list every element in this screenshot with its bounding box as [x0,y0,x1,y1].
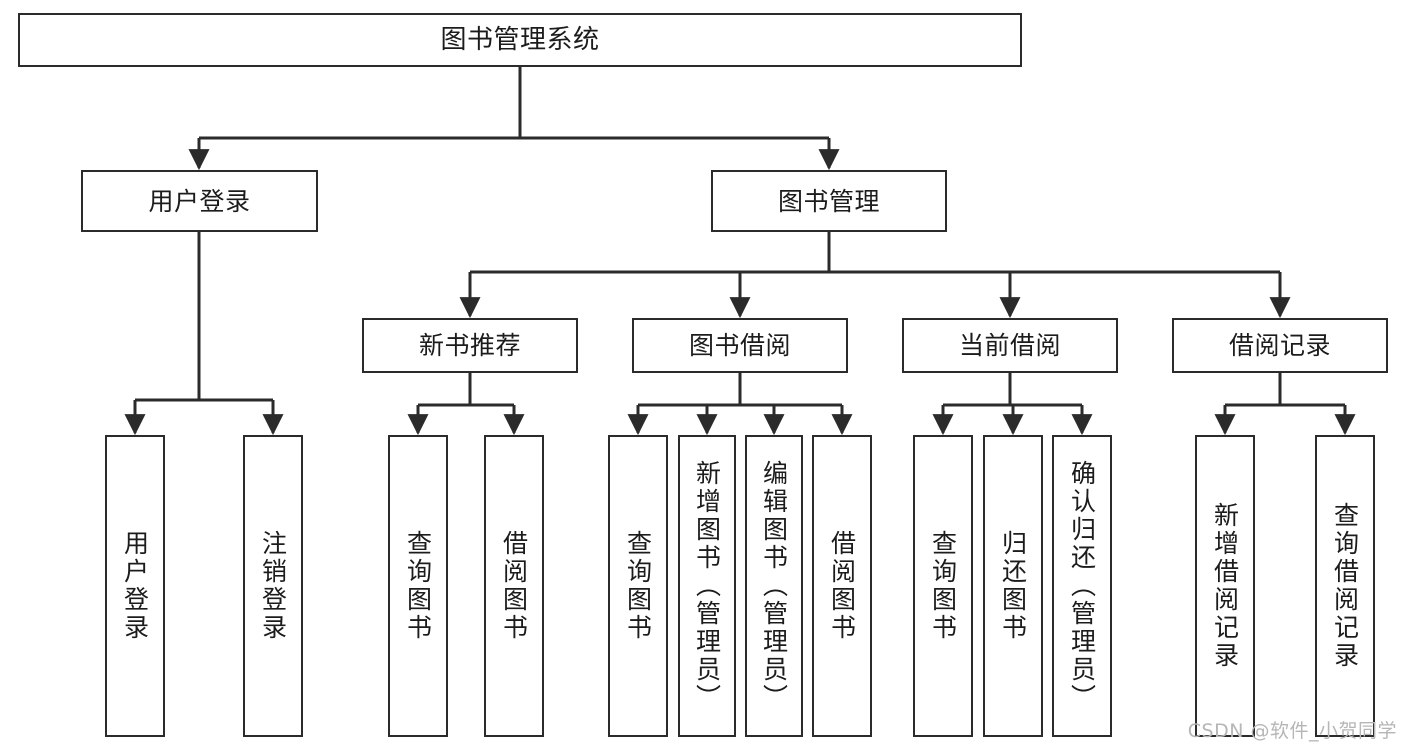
leaf-node[interactable]: 借阅图书 [484,435,544,737]
leaf-node[interactable]: 新增借阅记录 [1195,435,1255,737]
leaf-node-label: 用户登录 [120,530,150,642]
leaf-node[interactable]: 确认归还（管理员） [1052,435,1112,737]
node-user-login[interactable]: 用户登录 [81,170,318,232]
node-user-login-label: 用户登录 [148,186,251,216]
node-book-management[interactable]: 图书管理 [711,170,947,232]
leaf-node-label: 编辑图书（管理员） [759,460,789,712]
leaf-node-label: 归还图书 [998,530,1028,642]
leaf-node-label: 注销登录 [258,530,288,642]
node-book-management-label: 图书管理 [777,186,880,216]
leaf-node[interactable]: 编辑图书（管理员） [745,435,803,737]
leaf-node-label: 确认归还（管理员） [1067,460,1097,712]
leaf-node[interactable]: 新增图书（管理员） [678,435,736,737]
node-borrow-records[interactable]: 借阅记录 [1172,318,1388,373]
leaf-node-label: 查询图书 [403,530,433,642]
node-current-borrow[interactable]: 当前借阅 [902,318,1118,373]
leaf-node[interactable]: 查询图书 [913,435,973,737]
node-root-label: 图书管理系统 [440,24,600,55]
leaf-node-label: 借阅图书 [827,530,857,642]
leaf-node[interactable]: 查询图书 [388,435,448,737]
node-book-borrow[interactable]: 图书借阅 [632,318,848,373]
leaf-node-label: 查询图书 [623,530,653,642]
leaf-node[interactable]: 注销登录 [243,435,303,737]
leaf-node-label: 新增借阅记录 [1210,502,1240,670]
csdn-watermark: CSDN @软件_小贺同学 [1187,720,1397,742]
leaf-node-label: 新增图书（管理员） [692,460,722,712]
node-current-borrow-label: 当前借阅 [958,331,1061,360]
node-root[interactable]: 图书管理系统 [18,13,1022,67]
leaf-node[interactable]: 用户登录 [105,435,165,737]
node-new-book-recommend[interactable]: 新书推荐 [362,318,578,373]
leaf-node[interactable]: 借阅图书 [812,435,872,737]
leaf-node[interactable]: 查询借阅记录 [1315,435,1375,737]
node-new-book-recommend-label: 新书推荐 [418,331,521,360]
leaf-node-label: 查询图书 [928,530,958,642]
leaf-node[interactable]: 归还图书 [983,435,1043,737]
leaf-node-label: 查询借阅记录 [1330,502,1360,670]
node-borrow-records-label: 借阅记录 [1228,331,1331,360]
node-book-borrow-label: 图书借阅 [688,331,791,360]
leaf-node[interactable]: 查询图书 [608,435,668,737]
leaf-node-label: 借阅图书 [499,530,529,642]
